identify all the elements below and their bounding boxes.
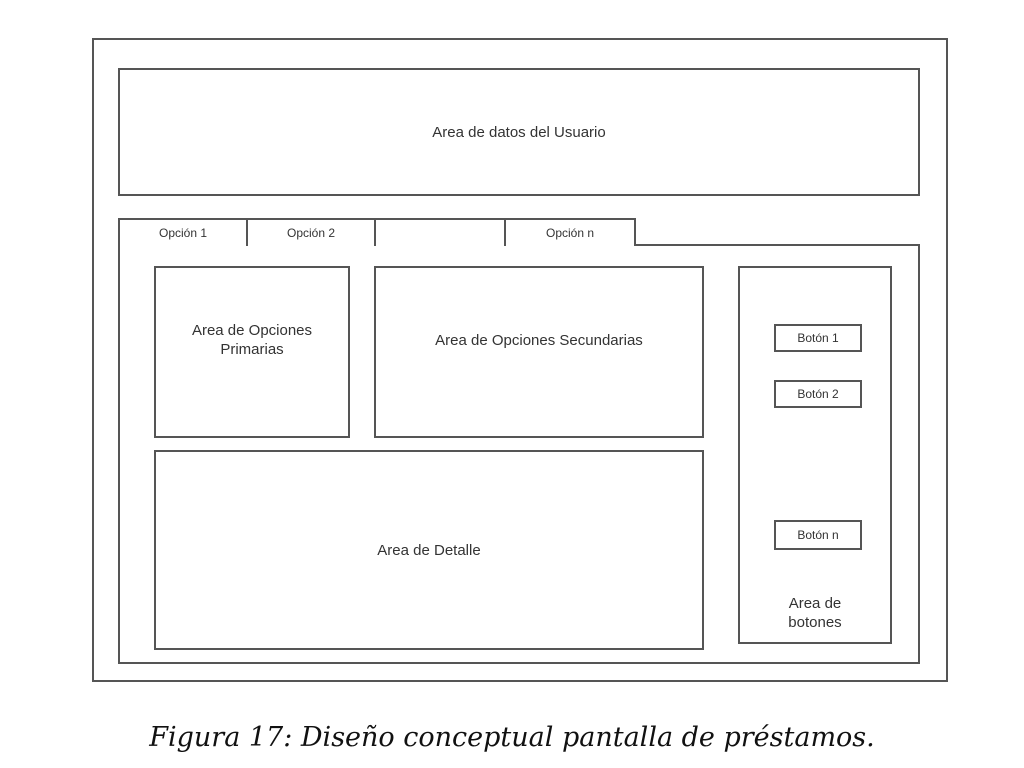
primary-options-label-line1: Area de Opciones	[191, 322, 313, 339]
primary-options-area: Area de Opciones Primarias	[154, 266, 350, 438]
detail-area: Area de Detalle	[154, 450, 704, 650]
button-n[interactable]: Botón n	[774, 520, 862, 550]
buttons-area-label-line1: Area de	[788, 595, 842, 612]
buttons-area-label-line2: botones	[788, 614, 842, 631]
buttons-area: Area de botones	[738, 266, 892, 644]
secondary-options-area: Area de Opciones Secundarias	[374, 266, 704, 438]
tab-option-blank[interactable]	[374, 218, 506, 246]
primary-options-label-line2: Primarias	[220, 341, 284, 358]
secondary-options-label: Area de Opciones Secundarias	[435, 331, 643, 349]
tab-option-1[interactable]: Opción 1	[118, 218, 248, 246]
detail-area-label: Area de Detalle	[377, 541, 481, 559]
user-data-area: Area de datos del Usuario	[118, 68, 920, 196]
button-2[interactable]: Botón 2	[774, 380, 862, 408]
buttons-area-label: Area de botones	[740, 594, 890, 632]
user-data-area-label: Area de datos del Usuario	[432, 123, 606, 141]
tab-option-n[interactable]: Opción n	[504, 218, 636, 246]
primary-options-label: Area de Opciones Primarias	[156, 268, 348, 436]
figure-caption: Figura 17: Diseño conceptual pantalla de…	[149, 722, 875, 753]
button-1[interactable]: Botón 1	[774, 324, 862, 352]
tab-option-2[interactable]: Opción 2	[246, 218, 376, 246]
